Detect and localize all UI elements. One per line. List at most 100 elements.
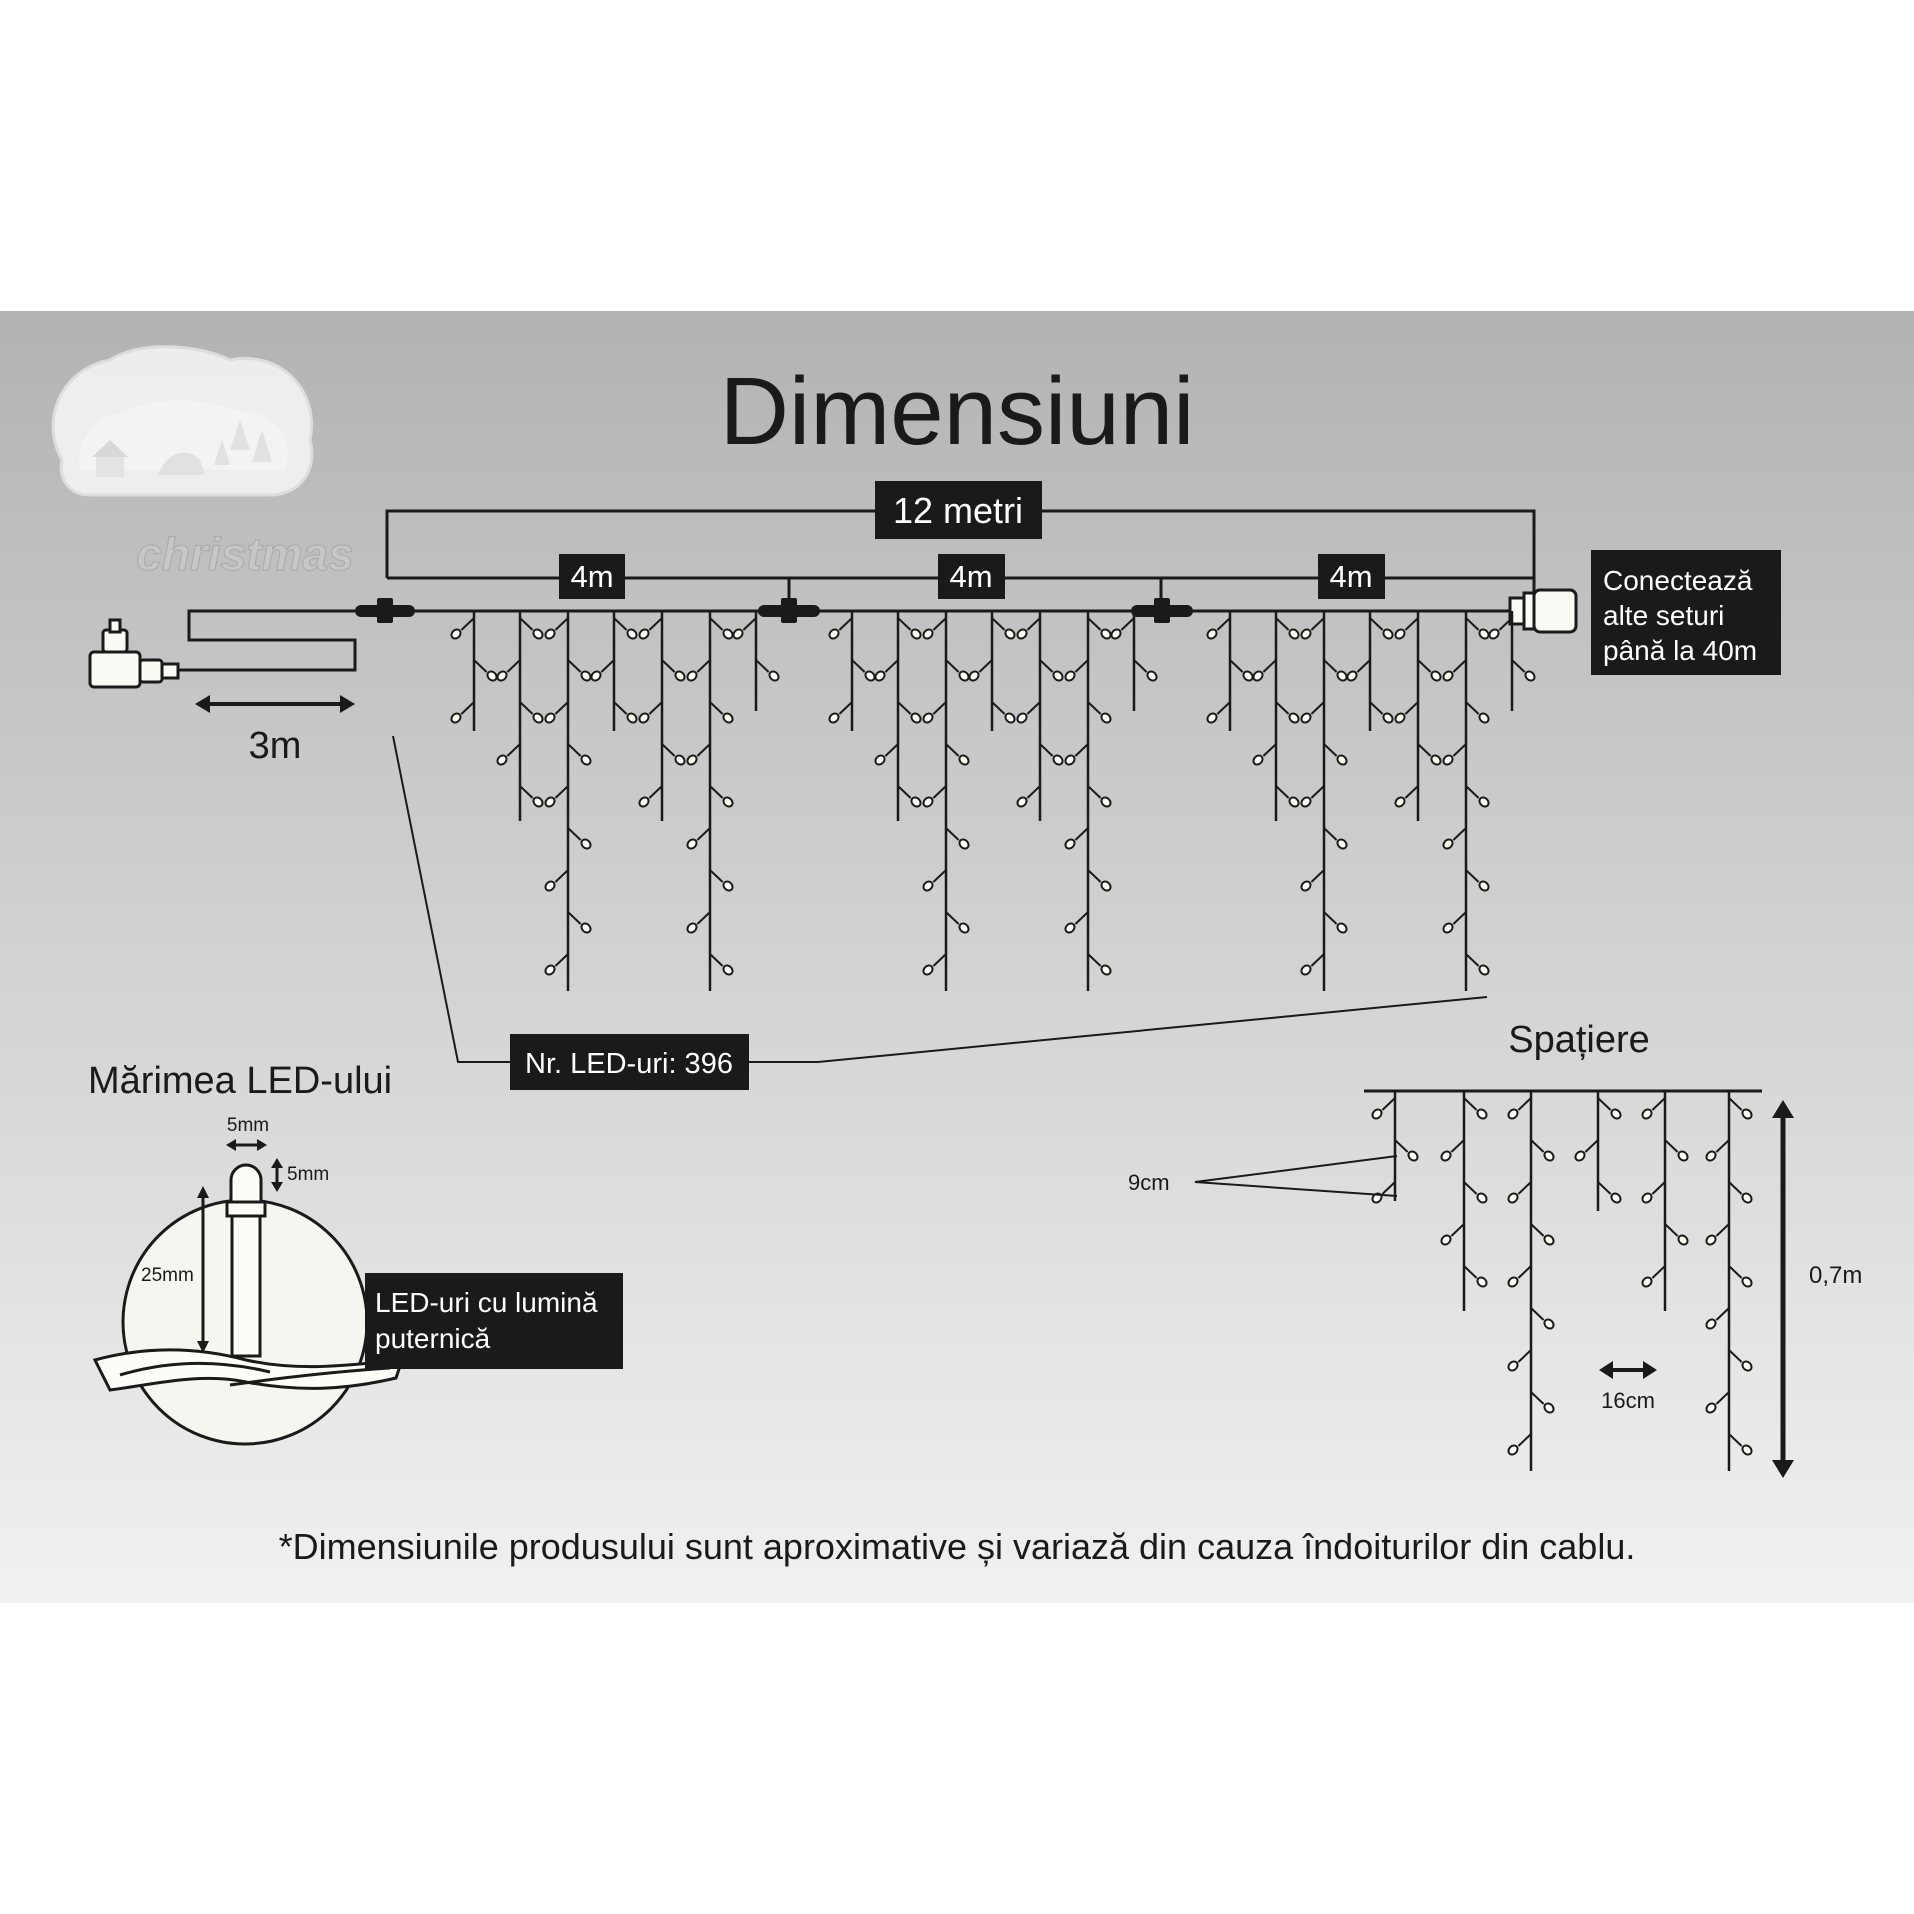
- horizontal-spacing-arrow: [1599, 1361, 1657, 1379]
- led-bulb-icon: [851, 659, 876, 682]
- logo-text-christmas: christmas: [136, 528, 353, 580]
- twisted-wire: [92, 1348, 405, 1392]
- led-bulb-icon: [1641, 1181, 1666, 1204]
- led-note-line-2: puternică: [375, 1323, 491, 1354]
- icicle-strand: [922, 611, 970, 991]
- led-bulb-icon: [922, 701, 947, 724]
- led-bulb-icon: [1346, 659, 1371, 682]
- led-bulb-icon: [1507, 1349, 1532, 1372]
- led-bulb-icon: [1300, 869, 1325, 892]
- icicle-strand: [828, 611, 876, 731]
- led-bulb-icon: [1394, 617, 1419, 640]
- led-bulb-icon: [968, 659, 993, 682]
- led-note-bg: [365, 1273, 623, 1369]
- power-adapter-icon: [88, 618, 180, 689]
- led-bulb: [225, 1163, 267, 1358]
- led-bulb-icon: [1664, 1223, 1689, 1246]
- total-length-label: 12 metri: [893, 490, 1023, 531]
- led-bulb-icon: [1064, 827, 1089, 850]
- led-bulb-icon: [1440, 1223, 1465, 1246]
- icicle-strand: [686, 611, 734, 991]
- led-bulb-icon: [897, 701, 922, 724]
- led-bulb-icon: [897, 785, 922, 808]
- brand-logo: FLIPPY christmas: [51, 345, 354, 581]
- led-bulb-icon: [1728, 1097, 1753, 1120]
- led-bulb-icon: [1705, 1223, 1730, 1246]
- icicle-strand: [1574, 1091, 1622, 1211]
- led-count-pointer: [748, 996, 1488, 1063]
- led-bulb-icon: [1465, 701, 1490, 724]
- led-bulb-icon: [1728, 1181, 1753, 1204]
- led-bulb-icon: [1728, 1349, 1753, 1372]
- led-bulb-icon: [1275, 785, 1300, 808]
- led-bulb-icon: [1488, 617, 1513, 640]
- led-bulb-icon: [473, 659, 498, 682]
- led-bulb-icon: [1323, 827, 1348, 850]
- led-bulb-icon: [1705, 1307, 1730, 1330]
- led-bulb-icon: [1465, 869, 1490, 892]
- led-bulb-icon: [1394, 785, 1419, 808]
- led-bulb-icon: [1597, 1097, 1622, 1120]
- vertical-spacing-label: 9cm: [1128, 1170, 1170, 1195]
- disclaimer: *Dimensiunile produsului sunt aproximati…: [279, 1526, 1636, 1567]
- connect-note-line-2: alte seturi: [1603, 600, 1724, 631]
- led-bulb-icon: [1087, 869, 1112, 892]
- segment-label-3: 4m: [1329, 559, 1372, 594]
- led-bulb-icon: [1087, 953, 1112, 976]
- vertical-spacing-pointer: [1194, 1155, 1398, 1197]
- led-count-label: Nr. LED-uri: 396: [525, 1048, 733, 1080]
- led-bulb-icon: [1664, 1139, 1689, 1162]
- led-bulb-icon: [1507, 1265, 1532, 1288]
- led-bulb-icon: [1442, 911, 1467, 934]
- led-bulb-icon: [1323, 911, 1348, 934]
- led-bulb-icon: [828, 701, 853, 724]
- connect-note-line-3: până la 40m: [1603, 635, 1757, 666]
- led-bulb-icon: [638, 617, 663, 640]
- led-bulb-icon: [519, 701, 544, 724]
- led-bulb-icon: [567, 743, 592, 766]
- led-bulb-icon: [1394, 1139, 1419, 1162]
- led-bulb-icon: [991, 617, 1016, 640]
- icicle-strand: [1206, 611, 1254, 731]
- led-bulb-icon: [1417, 743, 1442, 766]
- led-bulb-icon: [1252, 659, 1277, 682]
- led-bulb-icon: [544, 617, 569, 640]
- drop-length-arrow: [1772, 1100, 1794, 1478]
- led-size-title: Mărimea LED-ului: [88, 1060, 392, 1102]
- icicle-strand: [1507, 1091, 1555, 1471]
- led-bulb-icon: [945, 827, 970, 850]
- led-bulb-icon: [1705, 1391, 1730, 1414]
- led-bulb-icon: [1440, 1139, 1465, 1162]
- led-bulb-icon: [1206, 617, 1231, 640]
- led-bulb-icon: [686, 827, 711, 850]
- led-bulb-icon: [590, 659, 615, 682]
- led-bulb-icon: [450, 701, 475, 724]
- led-bulb-icon: [519, 617, 544, 640]
- led-bulb-icon: [1465, 785, 1490, 808]
- led-bulb-icon: [496, 743, 521, 766]
- led-note-line-1: LED-uri cu lumină: [375, 1287, 598, 1318]
- led-bulb-icon: [1442, 743, 1467, 766]
- icicle-strand: [732, 611, 780, 711]
- led-bulb-icon: [1229, 659, 1254, 682]
- led-bulb-icon: [567, 659, 592, 682]
- led-bulb-icon: [1597, 1181, 1622, 1204]
- led-bulb-icon: [544, 701, 569, 724]
- led-count-pointer: [392, 735, 510, 1063]
- led-bulb-icon: [1087, 617, 1112, 640]
- led-bulb-icon: [686, 911, 711, 934]
- connect-note-bg: [1591, 550, 1781, 675]
- led-bulb-icon: [1463, 1181, 1488, 1204]
- led-length-arrow: [197, 1186, 209, 1353]
- led-bulb-icon: [1728, 1265, 1753, 1288]
- led-bulb-icon: [945, 659, 970, 682]
- led-bulb-icon: [945, 743, 970, 766]
- led-bulb-icon: [732, 617, 757, 640]
- led-bulb-icon: [1394, 701, 1419, 724]
- icicle-strand: [450, 611, 498, 731]
- led-bulb-icon: [496, 659, 521, 682]
- led-bulb-icon: [1705, 1139, 1730, 1162]
- led-bulb-icon: [544, 869, 569, 892]
- connect-note-line-1: Conectează: [1603, 565, 1753, 596]
- icicle-strand: [1110, 611, 1158, 711]
